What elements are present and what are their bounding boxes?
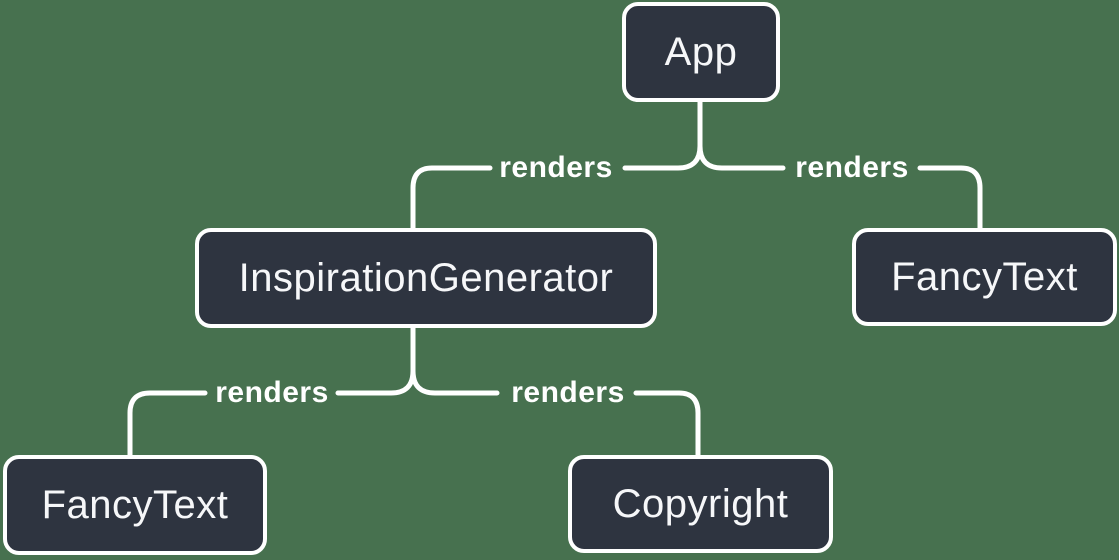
edge-inspirationgenerator-to-copyright-tail <box>633 390 701 458</box>
edge-inspirationgenerator-to-copyright-trunk <box>410 325 500 396</box>
edge-label-app-fancytext: renders <box>795 151 909 184</box>
node-fancy-text-top-label: FancyText <box>891 254 1078 299</box>
edge-app-to-fancytext-tail <box>917 165 983 231</box>
edge-inspirationgenerator-to-fancytext-trunk <box>335 325 416 396</box>
edge-app-to-fancytext-trunk <box>697 99 786 171</box>
node-fancy-text-bottom: FancyText <box>3 455 267 555</box>
edge-label-inspirationgenerator-copyright: renders <box>511 376 625 409</box>
edge-inspirationgenerator-to-fancytext-tail <box>127 390 208 458</box>
node-inspiration-generator: InspirationGenerator <box>195 228 657 328</box>
node-copyright-label: Copyright <box>612 481 789 526</box>
node-fancy-text-top: FancyText <box>852 228 1117 326</box>
node-inspiration-generator-label: InspirationGenerator <box>238 255 614 300</box>
edge-app-to-inspirationgenerator-tail <box>410 165 493 231</box>
node-app: App <box>622 2 780 102</box>
edge-app-to-inspirationgenerator-trunk <box>622 99 703 171</box>
node-app-label: App <box>664 29 738 74</box>
edge-label-inspirationgenerator-fancytext: renders <box>215 376 329 409</box>
edge-label-app-inspirationgenerator: renders <box>499 151 613 184</box>
node-fancy-text-bottom-label: FancyText <box>41 482 229 527</box>
node-copyright: Copyright <box>568 455 833 553</box>
